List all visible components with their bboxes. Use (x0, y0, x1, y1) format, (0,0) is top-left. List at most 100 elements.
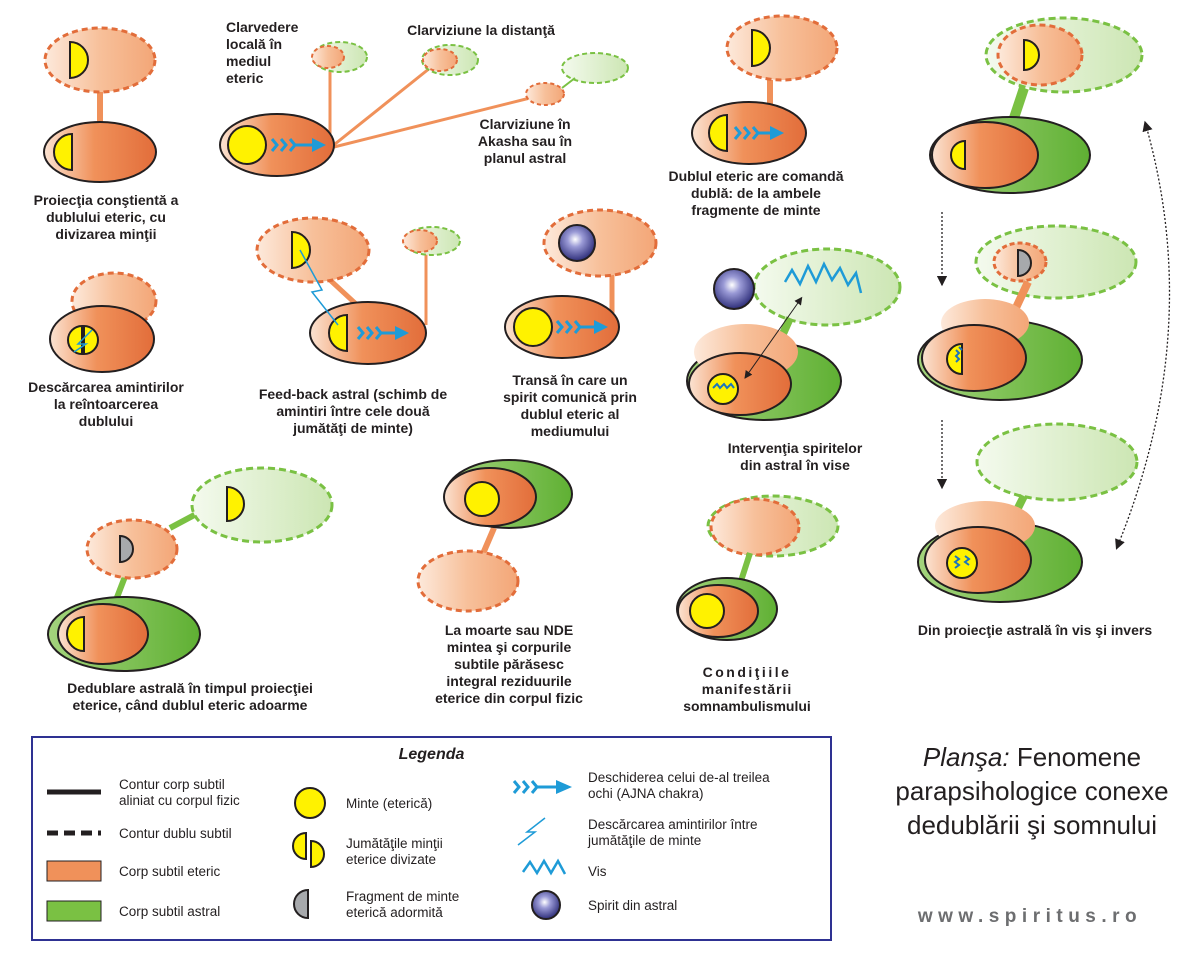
communication-arrow (744, 296, 803, 379)
astral-double (190, 466, 334, 544)
etheric-double (725, 14, 839, 82)
mind-icon (464, 481, 500, 517)
caption-local-clairvoyance: Clarvedere locală în mediul eteric (226, 19, 299, 86)
caption-double-command: Dublul eteric are comandă dublă: de la a… (668, 168, 844, 218)
mind-half-icon (751, 28, 771, 68)
panel-memory-discharge (49, 271, 158, 373)
panel-double-command (691, 14, 839, 165)
connector-cord (1009, 86, 1029, 120)
etheric-body (921, 324, 1027, 392)
legend-discharge-label: Descărcarea amintirilor între jumătăţile… (588, 817, 758, 848)
connector-cord (479, 526, 497, 558)
caption-somnambulism: Condiţiile manifestării somnambulismului (683, 664, 811, 714)
mind-half-icon (310, 839, 325, 869)
mind-half-icon (66, 615, 85, 653)
sleeping-fragment-icon (1017, 248, 1032, 278)
dream-icon (783, 261, 863, 294)
return-arrow (1115, 120, 1171, 550)
mind-half-icon (83, 324, 99, 356)
mind-half-icon (53, 132, 73, 172)
etheric-double (422, 48, 458, 72)
mind-icon (689, 593, 725, 629)
legend: Legenda (31, 736, 832, 941)
caption-akasha-clairvoyance: Clarviziune în Akasha sau în planul astr… (477, 116, 573, 166)
legend-mind-label: Minte (eterică) (346, 796, 433, 811)
spirit-icon (531, 890, 561, 920)
caption-spirit-dreams: Intervenţia spiritelor din astral în vis… (727, 440, 863, 473)
etheric-double (311, 45, 345, 69)
mind-icon (707, 373, 739, 405)
panel-trance (504, 208, 658, 359)
third-eye-arrow-icon (733, 126, 784, 140)
mind-icon (294, 787, 326, 819)
legend-etheric-label: Corp subtil eteric (119, 864, 221, 879)
legend-halves-label: Jumătăţile minţii eterice divizate (346, 836, 443, 867)
etheric-body (924, 526, 1032, 594)
dream-icon (521, 858, 567, 876)
legend-third-eye-label: Deschiderea celui de-al treilea ochi (AJ… (588, 770, 770, 801)
mind-half-icon (69, 40, 89, 80)
etheric-double (416, 549, 520, 613)
legend-dashed-contour-label: Contur dublu subtil (119, 826, 232, 841)
panel-conscious-projection (43, 26, 157, 183)
discharge-icon (73, 329, 93, 353)
legend-spirit-label: Spirit din astral (588, 898, 678, 913)
panel-somnambulism (676, 494, 840, 641)
mind-half-icon (292, 831, 307, 861)
etheric-double (43, 26, 157, 94)
legend-symbols (46, 780, 572, 922)
caption-death-nde: La moarte sau NDE mintea şi corpurile su… (435, 622, 583, 706)
mind-half-icon (1023, 38, 1040, 72)
etheric-double (709, 497, 801, 557)
astral-double (752, 247, 902, 327)
etheric-body (688, 352, 792, 416)
mind-half-icon (67, 324, 83, 356)
third-eye-arrow-icon (270, 138, 326, 152)
plate-title: Planşa: Fenomene parapsihologice conexe … (895, 742, 1169, 840)
third-eye-arrow-icon (555, 320, 608, 334)
caption-memory-discharge: Descărcarea amintirilor la reîntoarcerea… (28, 379, 184, 429)
astral-body-swatch (46, 900, 102, 922)
caption-conscious-projection: Proiecţia conştientă a dublului eteric, … (33, 192, 179, 242)
connector-cord (329, 96, 531, 150)
third-eye-arrow-icon (512, 780, 572, 794)
panel-astral-dream (917, 16, 1171, 603)
caption-trance: Transă în care un spirit comunică prin d… (503, 372, 637, 439)
caption-distance-clairvoyance: Clarviziune la distanţă (407, 22, 555, 38)
panel-clairvoyance (219, 41, 629, 177)
etheric-body (931, 121, 1039, 189)
etheric-body-swatch (46, 860, 102, 882)
panel-spirit-dreams (686, 247, 902, 421)
connector-cord (561, 77, 576, 89)
connector-cord (113, 572, 129, 602)
mind-half-icon (328, 313, 348, 353)
legend-astral-label: Corp subtil astral (119, 904, 221, 919)
sleeping-fragment-icon (119, 534, 134, 564)
caption-astral-during-etheric: Dedublare astrală în timpul proiecţiei e… (67, 680, 313, 713)
caption-astral-dream: Din proiecţie astrală în vis şi invers (917, 622, 1153, 638)
mind-half-icon (226, 485, 245, 523)
etheric-body (49, 305, 155, 373)
legend-fragment-label: Fragment de minte eterică adormită (346, 889, 460, 920)
caption-astral-feedback: Feed-back astral (schimb de amintiri înt… (258, 386, 448, 436)
dream-icon (712, 382, 735, 390)
website-url[interactable]: www.spiritus.ro (917, 906, 1143, 927)
mind-icon (227, 125, 267, 165)
etheric-double (255, 216, 371, 284)
legend-dream-label: Vis (588, 864, 607, 879)
dream-icon (954, 346, 963, 363)
sleeping-fragment-icon (293, 888, 309, 920)
connector-cord (329, 66, 431, 150)
mind-icon (513, 307, 553, 347)
discharge-icon (517, 817, 546, 846)
dream-icon (953, 555, 971, 569)
panel-astral-during-etheric (47, 466, 334, 672)
etheric-double (525, 82, 565, 106)
astral-double (975, 422, 1139, 502)
spirit-icon (558, 224, 596, 262)
legend-solid-contour-label: Contur corp subtil aliniat cu corpul fiz… (119, 777, 240, 808)
third-eye-arrow-icon (356, 326, 409, 340)
panel-astral-feedback (255, 216, 461, 365)
mind-icon (946, 547, 978, 579)
